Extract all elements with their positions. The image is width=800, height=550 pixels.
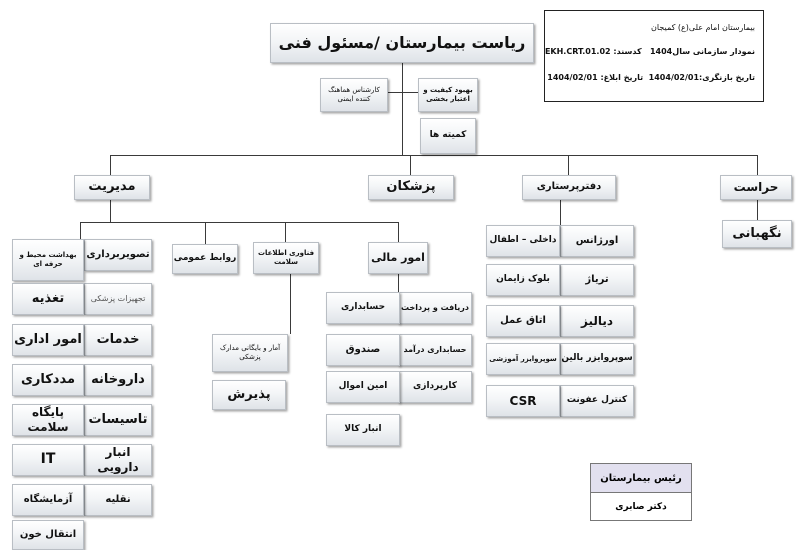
connector [410, 155, 411, 175]
connector [285, 222, 286, 242]
safety-officer-box: کارشناس هماهنگ کننده ایمنی [320, 78, 388, 112]
security-box: حراست [720, 175, 792, 200]
mgmt-left-2: امور اداری [12, 324, 84, 356]
finance-right-0: دریافت و پرداخت [398, 292, 472, 324]
mgmt-right-3: داروخانه [84, 364, 152, 396]
quality-box: بهبود کیفیت و اعتبار بخشی [418, 78, 478, 112]
top-box: ریاست بیمارستان /مسئول فنی [270, 23, 534, 63]
connector [110, 155, 111, 175]
nursing-left-0: داخلی – اطفال [486, 225, 560, 257]
management-box: مدیریت [74, 175, 150, 200]
hospital-head-title: رئیس بیمارستان [591, 464, 691, 493]
mgmt-right-6: نقلیه [84, 484, 152, 516]
finance-left-1: صندوق [326, 334, 400, 366]
finance-left-2: امین اموال [326, 371, 400, 403]
connector [80, 222, 398, 223]
code-label: کدسند: [613, 47, 642, 56]
connector [290, 274, 291, 334]
mgmt-left-0: بهداشت محیط و حرفه ای [12, 239, 84, 281]
mgmt-right-0: تصویربرداری [84, 239, 152, 271]
finance-left-0: حسابداری [326, 292, 400, 324]
connector [402, 63, 403, 155]
records-box: آمار و بایگانی مدارک پزشکی [212, 334, 288, 372]
hospital-head-name: دکتر صابری [615, 501, 667, 512]
finance-right-2: کارپردازی [398, 371, 472, 403]
guard-box: نگهبانی [722, 220, 792, 248]
nursing-right-4: کنترل عفونت [560, 385, 634, 417]
nursing-left-4: CSR [486, 385, 560, 417]
mgmt-left-4: پایگاه سلامت [12, 404, 84, 436]
chart-line-row: نمودار سازمانی سال1404 کدسند: EKH.CRT.01… [545, 47, 755, 56]
mgmt-left-5: IT [12, 444, 84, 476]
mgmt-right-5: انبار دارویی [84, 444, 152, 476]
physicians-box: پزشکان [368, 175, 454, 200]
nursing-left-2: اتاق عمل [486, 305, 560, 337]
nursing-right-2: دیالیز [560, 305, 634, 337]
nursing-left-1: بلوک زایمان [486, 264, 560, 296]
nursing-left-3: سوپروایزر آموزشی [486, 343, 560, 375]
committees-box: کمیته ها [420, 118, 476, 154]
public-relations-box: روابط عمومی [172, 244, 238, 274]
admission-box: پذیرش [212, 380, 286, 410]
connector [757, 155, 758, 175]
connector [398, 222, 399, 242]
connector [388, 92, 418, 93]
mgmt-left-1: تغذیه [12, 283, 84, 315]
mgmt-left-3: مددکاری [12, 364, 84, 396]
nursing-right-0: اورژانس [560, 225, 634, 257]
issue-label: تاریخ ابلاغ: [600, 73, 644, 82]
hospital-name: بیمارستان امام علی(ع) کمیجان [651, 23, 755, 32]
connector [205, 222, 206, 244]
mgmt-right-1: تجهیزات پزشکی [84, 283, 152, 315]
connector [110, 155, 757, 156]
connector [568, 155, 569, 175]
mgmt-right-2: خدمات [84, 324, 152, 356]
finance-box: امور مالی [368, 242, 428, 274]
mgmt-left-7: انتقال خون [12, 520, 84, 550]
dates-row: تاریخ بازنگری:1404/02/01 تاریخ ابلاغ: 14… [547, 73, 755, 82]
connector [560, 200, 561, 225]
mgmt-left-6: آزمایشگاه [12, 484, 84, 516]
document-code: EKH.CRT.01.02 [544, 47, 611, 56]
it-health-box: فناوری اطلاعات سلامت [253, 242, 319, 274]
nursing-right-3: سوپروایزر بالین [560, 343, 634, 375]
issue-date: 1404/02/01 [547, 73, 598, 82]
connector [757, 200, 758, 220]
review-date: 1404/02/01 [648, 73, 700, 82]
finance-left-3: انبار کالا [326, 414, 400, 446]
nursing-right-1: تریاژ [560, 264, 634, 296]
mgmt-right-4: تاسیسات [84, 404, 152, 436]
document-info-box: بیمارستان امام علی(ع) کمیجان نمودار سازم… [544, 10, 764, 102]
connector [398, 274, 399, 292]
nursing-box: دفترپرستاری [522, 175, 616, 200]
review-label: تاریخ بازنگری: [699, 73, 755, 82]
connector [110, 200, 111, 222]
hospital-head-box: رئیس بیمارستان دکتر صابری [590, 463, 692, 521]
chart-line: نمودار سازمانی سال1404 [649, 47, 755, 56]
connector [80, 222, 81, 239]
finance-right-1: حسابداری درآمد [398, 334, 472, 366]
